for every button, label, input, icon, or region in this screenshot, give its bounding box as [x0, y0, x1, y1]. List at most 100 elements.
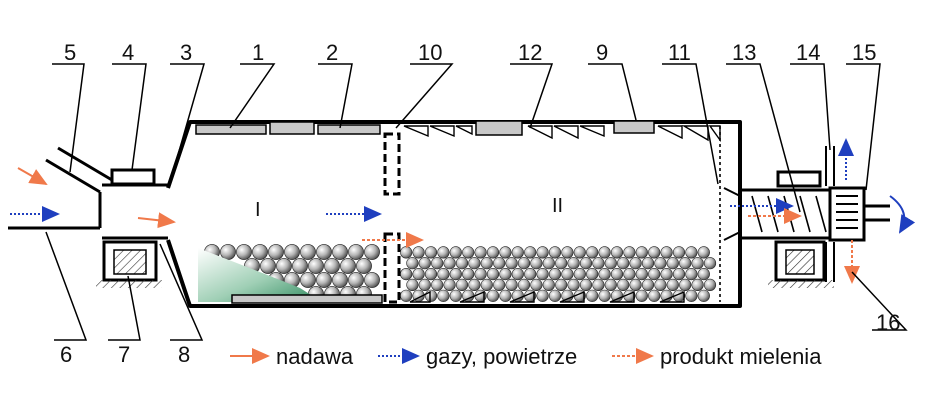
grinding-ball — [455, 278, 469, 292]
grinding-ball — [679, 278, 692, 292]
grinding-ball — [468, 257, 481, 270]
grinding-ball — [648, 268, 661, 281]
label-4: 4 — [122, 40, 134, 65]
grinding-ball — [548, 246, 562, 259]
grinding-ball — [685, 268, 698, 281]
grinding-ball — [672, 246, 686, 259]
grinding-ball — [443, 278, 456, 292]
grinding-ball — [598, 268, 611, 281]
grinding-ball — [292, 258, 308, 274]
chamber-label-1: I — [255, 199, 261, 221]
grinding-balls-chamber-1 — [204, 244, 380, 302]
grinding-ball — [462, 268, 475, 281]
grinding-ball — [685, 289, 698, 302]
grinding-ball — [579, 278, 593, 292]
grinding-ball — [654, 278, 667, 292]
grinding-ball — [672, 268, 686, 281]
grinding-ball — [691, 257, 704, 270]
leader-lines — [45, 63, 908, 341]
grinding-ball — [660, 246, 673, 259]
grinding-ball — [449, 289, 462, 302]
grinding-ball — [604, 278, 617, 292]
grinding-ball — [648, 289, 661, 302]
grinding-ball — [604, 257, 617, 270]
grinding-ball — [474, 246, 487, 259]
grinding-ball — [449, 268, 462, 281]
grinding-ball — [679, 257, 692, 270]
grinding-ball — [511, 246, 524, 259]
label-5: 5 — [64, 40, 76, 65]
grinding-ball — [505, 257, 518, 270]
grinding-ball — [586, 246, 599, 259]
grinding-ball — [536, 246, 549, 259]
label-6: 6 — [60, 342, 72, 367]
legend-gas-label: gazy, powietrze — [426, 344, 577, 369]
grinding-ball — [308, 258, 324, 274]
grinding-ball — [548, 289, 562, 302]
grinding-ball — [635, 289, 648, 302]
label-8: 8 — [178, 342, 190, 367]
grinding-ball — [524, 268, 537, 281]
grinding-ball — [517, 257, 531, 270]
label-12: 12 — [518, 40, 542, 65]
grinding-ball — [598, 289, 611, 302]
grinding-ball — [400, 268, 413, 281]
grinding-ball — [660, 268, 673, 281]
grinding-ball — [617, 278, 630, 292]
label-15: 15 — [852, 40, 876, 65]
grinding-ball — [573, 268, 586, 281]
grinding-ball — [316, 244, 332, 260]
grinding-ball — [610, 268, 624, 281]
grinding-ball — [276, 258, 292, 274]
grinding-ball — [400, 289, 413, 302]
grinding-ball — [449, 246, 462, 259]
grinding-ball — [437, 268, 450, 281]
grinding-ball — [530, 257, 543, 270]
flow-arrows — [10, 138, 860, 284]
grinding-ball — [480, 278, 493, 292]
grinding-ball — [666, 257, 679, 270]
feed-chute — [8, 146, 113, 230]
grinding-ball — [542, 278, 555, 292]
grinding-ball — [474, 268, 487, 281]
partition-diaphragm — [383, 132, 401, 304]
grinding-ball — [598, 246, 611, 259]
grinding-ball — [348, 272, 364, 288]
grinding-ball — [561, 246, 574, 259]
grinding-ball — [324, 258, 340, 274]
grinding-ball — [641, 257, 655, 270]
grinding-ball — [666, 278, 679, 292]
grinding-ball — [284, 244, 300, 260]
grinding-ball — [579, 257, 593, 270]
grinding-ball — [348, 244, 364, 260]
discharge-screw — [751, 195, 827, 233]
grinding-ball — [555, 257, 568, 270]
grinding-ball — [486, 289, 500, 302]
grinding-ball — [300, 272, 316, 288]
grinding-ball — [610, 246, 624, 259]
grinding-ball — [697, 268, 710, 281]
grinding-ball — [542, 257, 555, 270]
grinding-ball — [703, 278, 717, 292]
grinding-ball — [567, 257, 580, 270]
legend: nadawa gazy, powietrze produkt mielenia — [230, 344, 822, 369]
grinding-ball — [418, 257, 431, 270]
grinding-ball — [499, 268, 512, 281]
grinding-ball — [629, 257, 642, 270]
label-1: 1 — [252, 40, 264, 65]
charge-material — [198, 248, 322, 302]
label-11: 11 — [668, 40, 691, 65]
grinding-ball — [697, 289, 710, 302]
grinding-ball — [654, 257, 667, 270]
grinding-ball — [406, 257, 419, 270]
grinding-ball — [623, 246, 636, 259]
grinding-ball — [548, 268, 562, 281]
rotation-arrow — [889, 195, 916, 234]
grinding-ball — [418, 278, 431, 292]
grinding-ball — [517, 278, 531, 292]
grinding-ball — [573, 246, 586, 259]
grinding-ball — [561, 268, 574, 281]
grinding-ball — [629, 278, 642, 292]
grinding-ball — [703, 257, 717, 270]
grinding-ball — [697, 246, 710, 259]
